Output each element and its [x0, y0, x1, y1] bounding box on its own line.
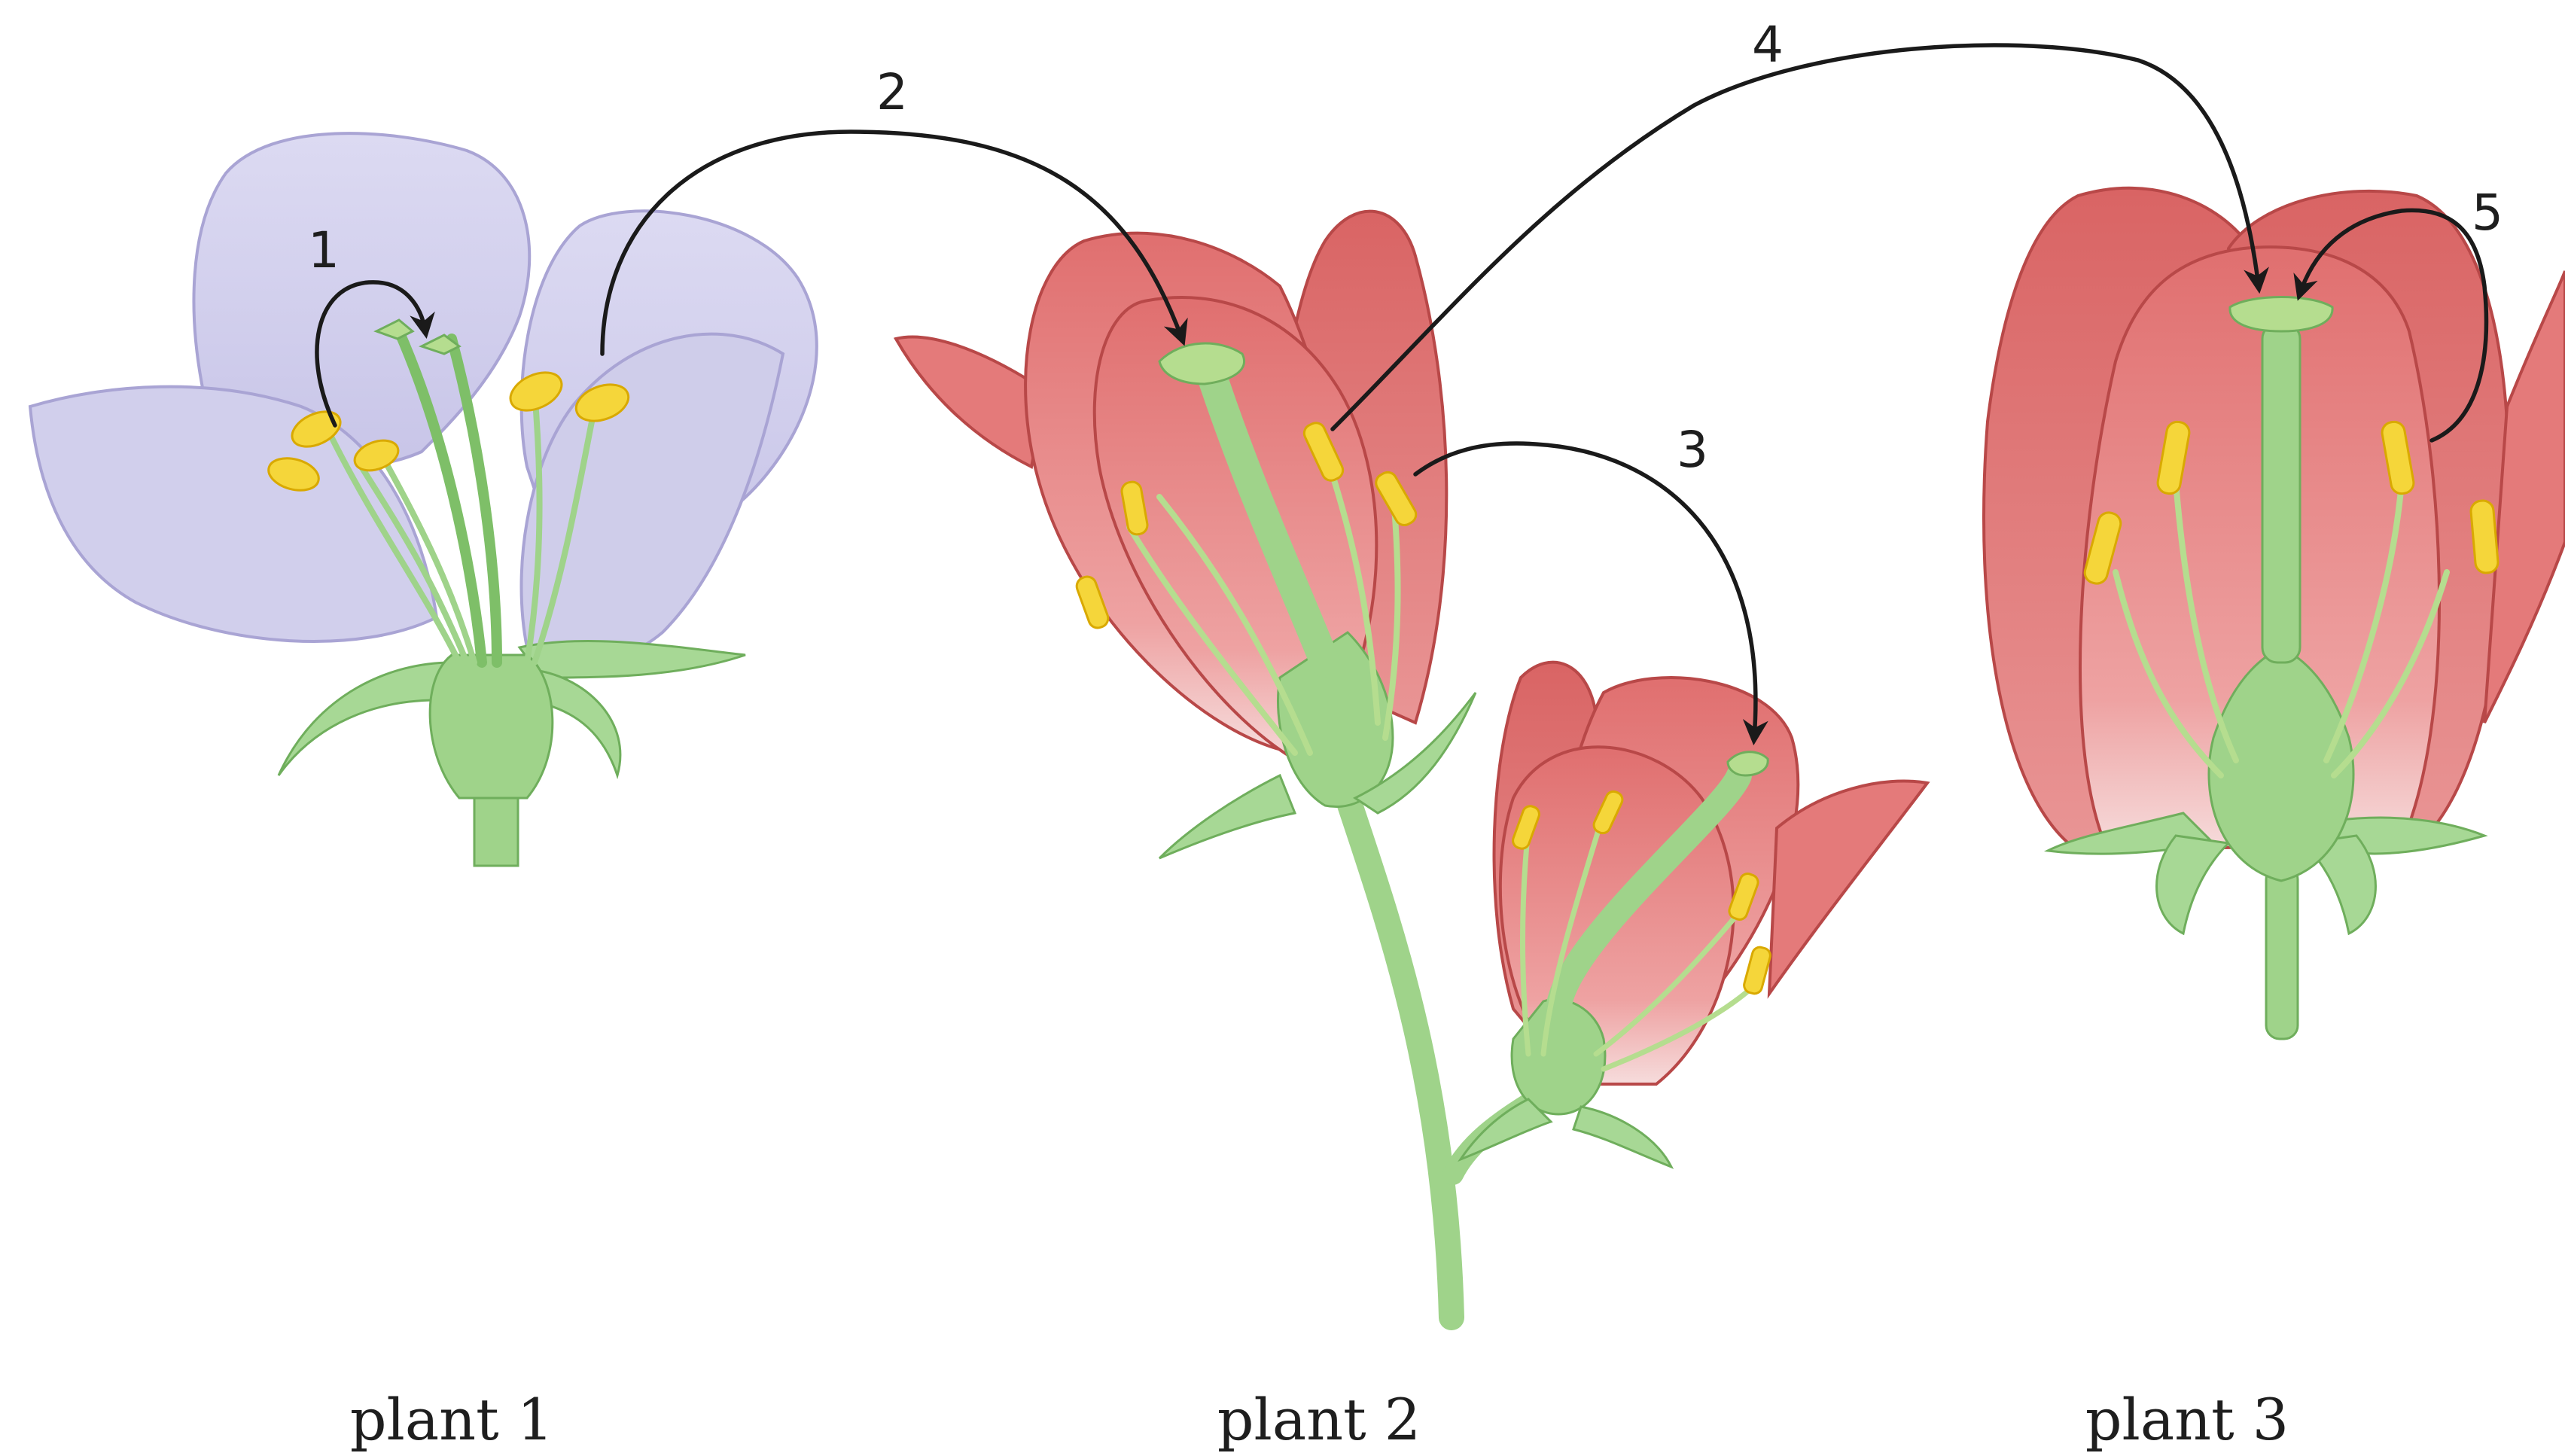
plant-1-ovary [430, 655, 553, 798]
plant-3-label: plant 3 [2085, 1386, 2289, 1453]
plant-1-flower [30, 133, 817, 866]
plant-1-sepal [279, 663, 452, 775]
plant-3-style [2262, 324, 2300, 663]
plant-2-sepal [1159, 775, 1295, 858]
plant-1-sepal [519, 641, 745, 678]
plant-2-small-stigma [1728, 752, 1768, 775]
plant-2-label: plant 2 [1217, 1386, 1421, 1453]
plant-3-stigma [2230, 297, 2332, 332]
plant-2-petal [896, 337, 1046, 467]
plant-1-label: plant 1 [350, 1386, 553, 1453]
plant-2-small-sepal [1573, 1107, 1671, 1167]
plant-2-stem [1348, 798, 1452, 1317]
plant-2-flower-group [896, 212, 1927, 1317]
arrow-5-label: 5 [2472, 184, 2503, 242]
arrow-3-label: 3 [1677, 421, 1708, 479]
plant-3-flower [1984, 188, 2565, 1039]
plant-3-sepal [2157, 836, 2228, 934]
plant-3-anther [2470, 500, 2499, 574]
plant-3-stem [2266, 866, 2298, 1039]
arrow-4-label: 4 [1752, 16, 1784, 74]
arrow-2-label: 2 [876, 63, 908, 121]
plant-2-small-anther [1742, 946, 1771, 995]
arrow-1-label: 1 [308, 221, 340, 279]
